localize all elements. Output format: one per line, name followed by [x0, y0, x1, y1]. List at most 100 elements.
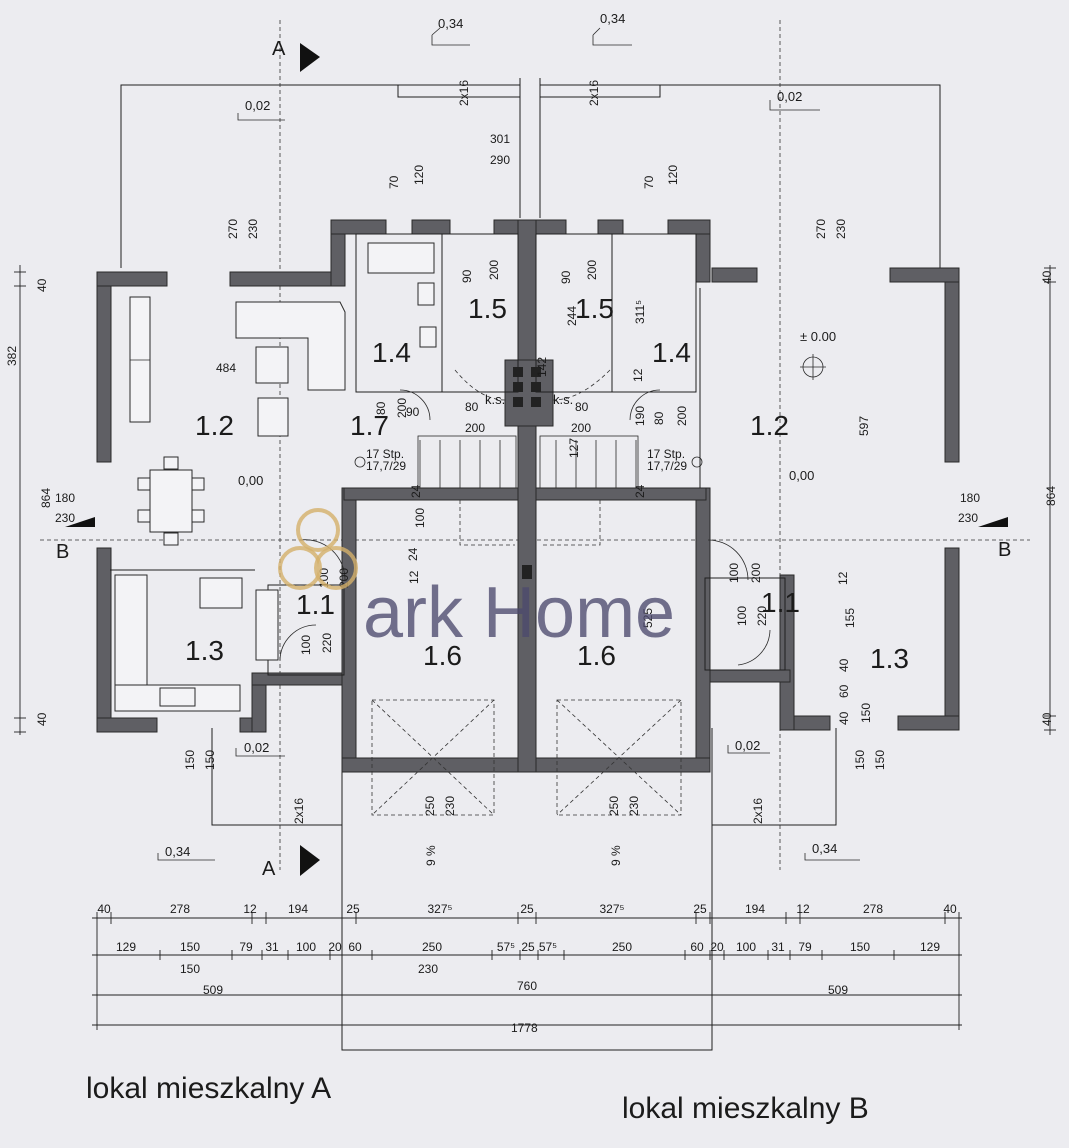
dimension: 200 — [395, 398, 409, 418]
dimension: 100 — [727, 563, 741, 583]
dimension: 80 — [575, 400, 589, 414]
dimension: 40 — [837, 711, 851, 725]
dimension: 155 — [843, 608, 857, 628]
watermark-text: ark Home — [363, 573, 675, 653]
dimension: 864 — [1044, 486, 1058, 506]
dimension: 80 — [652, 411, 666, 425]
armchair-icon — [255, 346, 289, 384]
level-mark: 0,02 — [735, 738, 760, 753]
dimension: 509 — [203, 983, 223, 997]
caption-unit-a: lokal mieszkalny A — [86, 1072, 331, 1105]
section-b-label: B — [56, 541, 69, 563]
stairs-label: 2x16 — [292, 798, 306, 824]
dimension: 597 — [857, 416, 871, 436]
total-dimension: 1778 — [511, 1021, 538, 1035]
section-marks: A A B B — [56, 38, 1011, 880]
dimension: 220 — [755, 606, 769, 626]
dimension: 230 — [418, 962, 438, 976]
dimension: 382 — [5, 346, 19, 366]
dimension: 230 — [55, 511, 75, 525]
dimension: 311⁵ — [633, 300, 647, 324]
room-label: 1.2 — [195, 410, 234, 441]
ks-label: k.s. — [553, 392, 573, 407]
annotations: 2x16 2x16 2x16 2x16 301 290 484 597 70 1… — [5, 80, 1058, 866]
dimension: 230 — [834, 219, 848, 239]
dimension: 40 — [1040, 712, 1054, 726]
dimension: 200 — [465, 421, 485, 435]
dimension: 150 — [873, 750, 887, 770]
bottom-dimension-lines — [92, 912, 962, 1030]
dimension: 100 — [296, 940, 316, 954]
dimension-row-3: 509 760 509 — [203, 979, 848, 997]
dimension: 760 — [517, 979, 537, 993]
room-label: 1.4 — [372, 337, 411, 368]
dimension: 31 — [265, 940, 279, 954]
dimension: 230 — [627, 796, 641, 816]
dimension: 864 — [39, 488, 53, 508]
stairs-label: 2x16 — [751, 798, 765, 824]
section-a-label: A — [262, 858, 276, 880]
section-a-label: A — [272, 38, 286, 60]
stp-label: 17 Stp. — [647, 447, 685, 461]
dimension: 12 — [407, 570, 421, 584]
kitchen-table-icon — [199, 577, 243, 609]
dimension: 270 — [814, 219, 828, 239]
dimension: 57⁵ — [539, 940, 557, 954]
level-mark: 0,34 — [812, 841, 837, 856]
level-markers: 0,34 0,34 0,02 0,02 0,00 ± 0.00 0,00 0,0… — [157, 11, 860, 861]
level-mark: 0,00 — [238, 473, 263, 488]
dimension: 79 — [239, 940, 253, 954]
level-mark: ± 0.00 — [800, 329, 836, 344]
level-mark: 0,02 — [245, 98, 270, 113]
dimension: 90 — [460, 269, 474, 283]
door-swings — [279, 389, 771, 666]
dimension: 90 — [406, 405, 420, 419]
section-a-arrow-icon — [300, 43, 320, 72]
dimension: 150 — [180, 962, 200, 976]
dimension: 100 — [299, 635, 313, 655]
dimension: 509 — [828, 983, 848, 997]
dimension: 25 — [693, 902, 707, 916]
dimension: 270 — [226, 219, 240, 239]
dimension: 200 — [675, 406, 689, 426]
dimension: 60 — [837, 684, 851, 698]
dimension: 244 — [565, 306, 579, 326]
dimension: 90 — [559, 270, 573, 284]
dimension: 230 — [958, 511, 978, 525]
side-dimension-lines — [14, 265, 1056, 735]
bathtub-icon — [367, 242, 435, 274]
dimension: 24 — [406, 547, 420, 561]
dimension: 150 — [203, 750, 217, 770]
dimension: 290 — [490, 153, 510, 167]
section-b-label: B — [998, 539, 1011, 561]
garage-spaces — [371, 699, 682, 816]
room-label: 1.3 — [870, 643, 909, 674]
dimension: 194 — [288, 902, 308, 916]
dimension: 40 — [943, 902, 957, 916]
caption-unit-b: lokal mieszkalny B — [622, 1092, 869, 1125]
stp-label: 17,7/29 — [366, 459, 406, 473]
dimension: 200 — [571, 421, 591, 435]
dimension: 200 — [585, 260, 599, 280]
dimension: 24 — [409, 484, 423, 498]
slope-label: 9 % — [424, 845, 438, 866]
dimension: 190 — [633, 406, 647, 426]
dimension-row-2b: 150 230 — [180, 962, 438, 976]
dimension: 70 — [387, 175, 401, 189]
dimension: 230 — [443, 796, 457, 816]
dimension: 142 — [535, 357, 549, 377]
room-label: 1.3 — [185, 635, 224, 666]
dimension: 327⁵ — [428, 902, 453, 916]
dimension: 150 — [180, 940, 200, 954]
room-label: 1.4 — [652, 337, 691, 368]
dimension: 12 — [796, 902, 810, 916]
logo-icon — [278, 546, 322, 590]
dimension: 150 — [850, 940, 870, 954]
level-mark: 0,34 — [600, 11, 625, 26]
stairs-label: 2x16 — [457, 80, 471, 106]
section-b-arrow-icon — [978, 517, 1008, 527]
level-mark: 0,02 — [244, 740, 269, 755]
dimension: 180 — [55, 491, 75, 505]
dimension: 40 — [97, 902, 111, 916]
